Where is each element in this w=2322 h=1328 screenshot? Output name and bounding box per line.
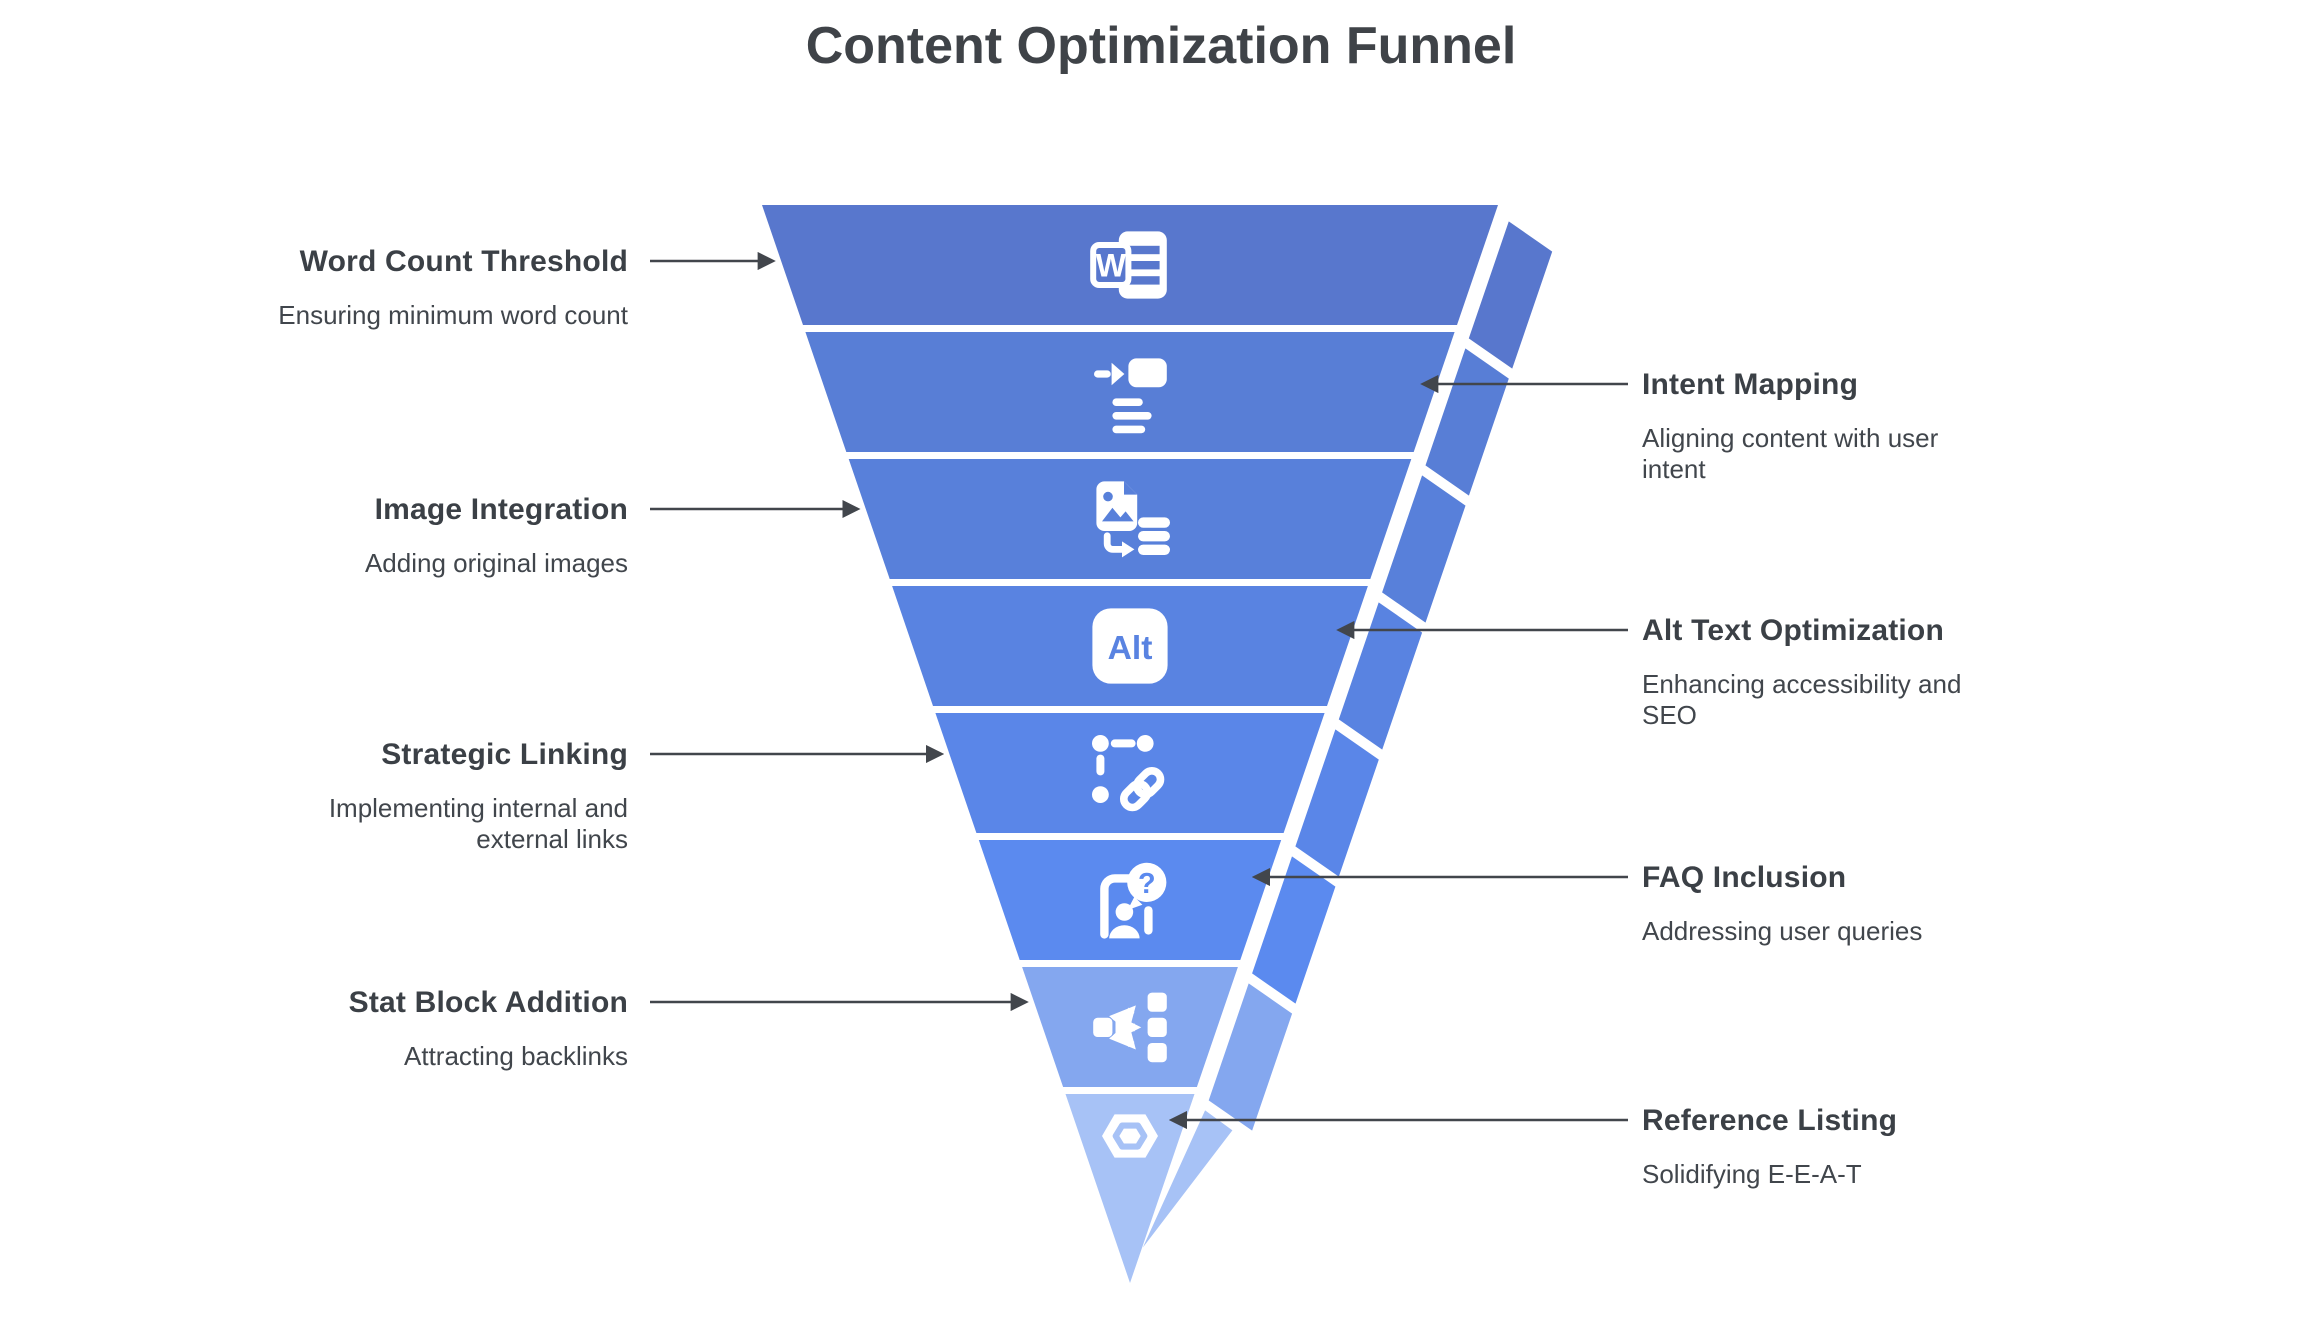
stage-label-block-stat-block: Stat Block Addition Attracting backlinks — [208, 986, 628, 1072]
stage-description: Enhancing accessibility and SEO — [1642, 669, 1962, 730]
stage-title: Image Integration — [374, 493, 628, 526]
funnel-stage-segment — [935, 713, 1325, 833]
funnel-stage-side-facet — [1335, 598, 1426, 754]
stage-description: Addressing user queries — [1642, 916, 1923, 946]
stage-label-block-word-count: Word Count Threshold Ensuring minimum wo… — [208, 245, 628, 331]
stage-label-block-image-integration: Image Integration Adding original images — [208, 493, 628, 579]
stage-description: Implementing internal and external links — [328, 793, 628, 854]
funnel-stage-side-facet — [1378, 471, 1469, 627]
stage-label-block-strategic-linking: Strategic Linking Implementing internal … — [208, 738, 628, 855]
funnel-stage-side-facet — [1248, 852, 1339, 1008]
stage-description: Solidifying E-E-A-T — [1642, 1159, 1862, 1189]
stage-title: Strategic Linking — [381, 738, 628, 771]
funnel-stage-side-facet — [1465, 217, 1556, 373]
stage-label-block-alt-text: Alt Text Optimization Enhancing accessib… — [1642, 614, 1982, 731]
page-title: Content Optimization Funnel — [805, 17, 1517, 75]
icon-text: W — [1096, 248, 1127, 284]
funnel-stage-side-facet — [1292, 725, 1383, 881]
stage-title: Word Count Threshold — [299, 245, 628, 278]
icon-text: ? — [1138, 868, 1156, 900]
stage-description: Ensuring minimum word count — [278, 300, 628, 330]
stage-title: Intent Mapping — [1642, 368, 1859, 401]
stage-description: Attracting backlinks — [404, 1041, 628, 1071]
stage-label-block-intent-mapping: Intent Mapping Aligning content with use… — [1642, 368, 1982, 485]
funnel-stage-segment — [805, 332, 1455, 452]
stage-title: Alt Text Optimization — [1642, 614, 1944, 647]
stage-label-block-reference-listing: Reference Listing Solidifying E-E-A-T — [1642, 1104, 1982, 1190]
stage-description: Aligning content with user intent — [1642, 423, 1939, 484]
funnel-stage-side-facet — [1205, 979, 1296, 1135]
stage-title: FAQ Inclusion — [1642, 861, 1847, 894]
stage-description: Adding original images — [364, 548, 628, 578]
stage-label-block-faq-inclusion: FAQ Inclusion Addressing user queries — [1642, 861, 1982, 947]
stage-title: Stat Block Addition — [348, 986, 628, 1019]
stage-title: Reference Listing — [1642, 1104, 1898, 1137]
icon-text: Alt — [1108, 630, 1153, 667]
funnel-stage-segment — [978, 840, 1282, 960]
funnel-stage-segment — [1065, 1094, 1195, 1283]
